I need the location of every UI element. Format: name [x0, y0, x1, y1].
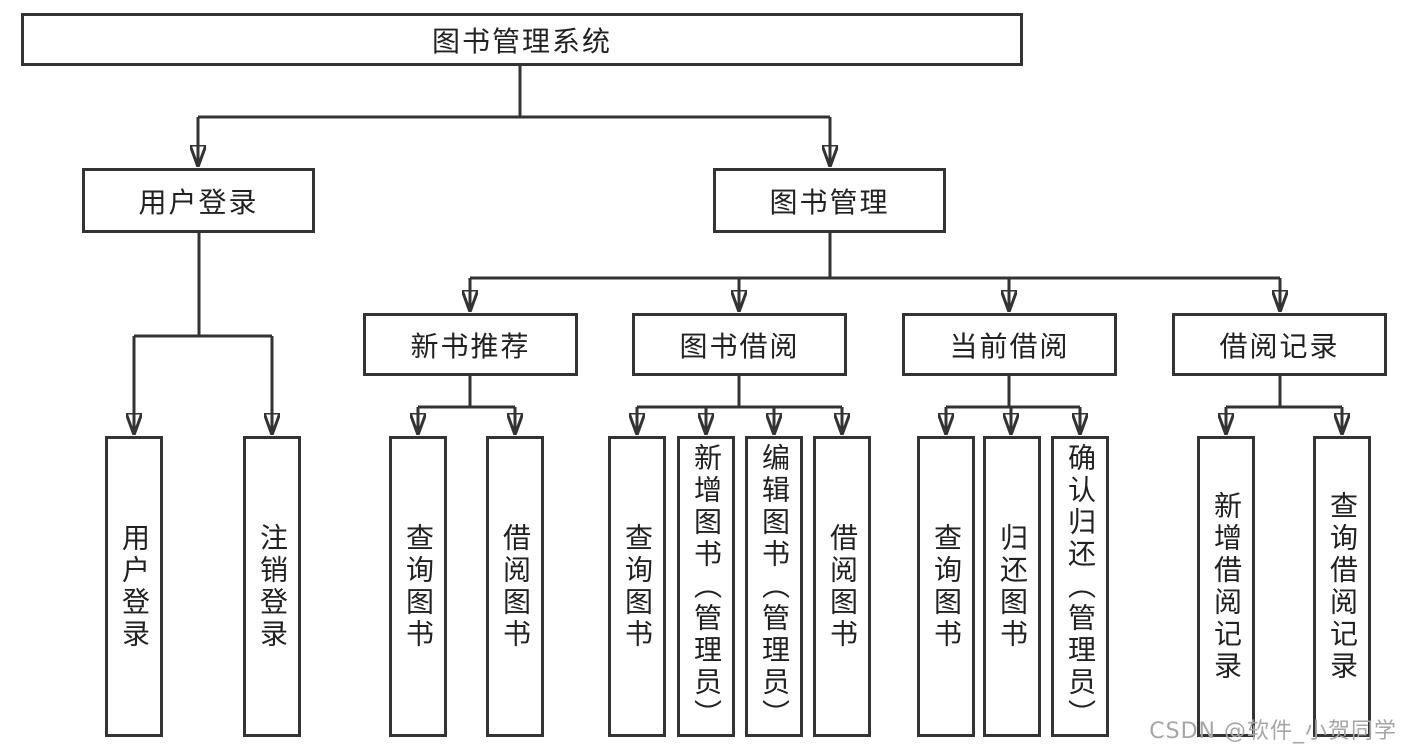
leaf-user-login-label: 用户登录 [118, 522, 151, 651]
leaf-record-add-record: 新增借阅记录 [1197, 436, 1255, 737]
leaf-borrow-query-book: 查询图书 [608, 436, 666, 737]
edge-book-borrow-children [637, 376, 842, 434]
leaf-borrow-add-book-admin: 新增图书（管理员） [677, 436, 735, 737]
leaf-logout-label: 注销登录 [256, 522, 289, 651]
leaf-borrow-edit-book-admin-label: 编辑图书（管理员） [758, 442, 791, 731]
edge-root-to-level2 [198, 66, 830, 166]
node-borrow-record-label: 借阅记录 [1219, 329, 1340, 363]
leaf-newbook-query-book-label: 查询图书 [402, 522, 435, 651]
node-book-management-label: 图书管理 [769, 185, 890, 219]
leaf-user-login: 用户登录 [105, 436, 163, 737]
node-user-login-label: 用户登录 [138, 185, 259, 219]
leaf-newbook-borrow-book: 借阅图书 [486, 436, 544, 737]
node-current-borrow-label: 当前借阅 [949, 329, 1070, 363]
leaf-borrow-query-book-label: 查询图书 [621, 522, 654, 651]
node-book-management: 图书管理 [713, 168, 946, 233]
leaf-borrow-borrow-book: 借阅图书 [813, 436, 871, 737]
edge-current-borrow-children [946, 376, 1080, 434]
edge-user-login-children [134, 233, 272, 434]
edge-borrow-record-children [1226, 376, 1342, 434]
leaf-current-return-book-label: 归还图书 [996, 522, 1029, 651]
node-user-login: 用户登录 [82, 168, 315, 233]
csdn-watermark: CSDN @软件_小贺同学 [1149, 719, 1397, 744]
leaf-newbook-query-book: 查询图书 [389, 436, 447, 737]
node-current-borrow: 当前借阅 [902, 313, 1117, 376]
leaf-current-query-book: 查询图书 [917, 436, 975, 737]
leaf-current-query-book-label: 查询图书 [930, 522, 963, 651]
node-new-book-recommend-label: 新书推荐 [410, 329, 531, 363]
node-root-label: 图书管理系统 [431, 24, 612, 58]
leaf-borrow-add-book-admin-label: 新增图书（管理员） [690, 442, 723, 731]
leaf-record-query-record-label: 查询借阅记录 [1326, 490, 1359, 683]
node-borrow-record: 借阅记录 [1172, 313, 1387, 376]
leaf-borrow-borrow-book-label: 借阅图书 [826, 522, 859, 651]
edge-book-management-children [470, 233, 1280, 311]
leaf-newbook-borrow-book-label: 借阅图书 [499, 522, 532, 651]
leaf-current-return-book: 归还图书 [983, 436, 1041, 737]
node-book-borrow: 图书借阅 [632, 313, 847, 376]
node-new-book-recommend: 新书推荐 [363, 313, 578, 376]
node-root: 图书管理系统 [21, 13, 1023, 66]
leaf-logout: 注销登录 [243, 436, 301, 737]
leaf-current-confirm-return-admin-label: 确认归还（管理员） [1064, 442, 1097, 731]
leaf-record-query-record: 查询借阅记录 [1313, 436, 1371, 737]
leaf-borrow-edit-book-admin: 编辑图书（管理员） [745, 436, 803, 737]
node-book-borrow-label: 图书借阅 [679, 329, 800, 363]
leaf-record-add-record-label: 新增借阅记录 [1210, 490, 1243, 683]
edge-new-book-children [418, 376, 515, 434]
leaf-current-confirm-return-admin: 确认归还（管理员） [1051, 436, 1109, 737]
